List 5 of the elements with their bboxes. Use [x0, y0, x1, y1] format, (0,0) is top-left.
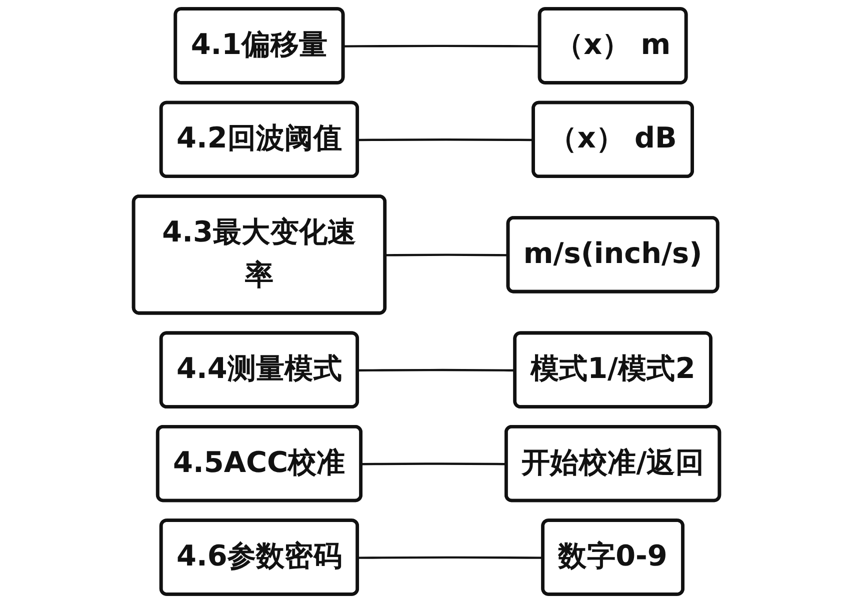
connector [358, 556, 544, 559]
connector [358, 138, 534, 142]
connector [344, 44, 540, 48]
connector [358, 368, 516, 372]
connector [361, 462, 507, 466]
